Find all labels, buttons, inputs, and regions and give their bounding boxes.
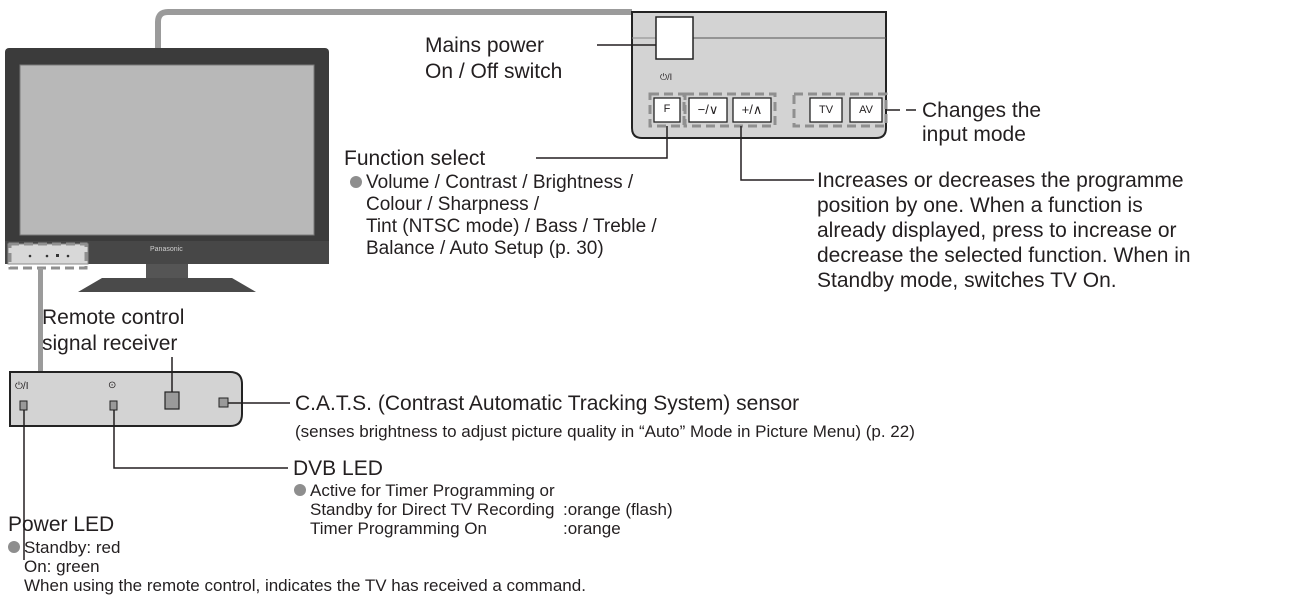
bullet-icon [8, 541, 20, 553]
function-item: Colour / Sharpness / [366, 194, 540, 215]
mains-power-label: Mains power [425, 34, 545, 57]
mains-switch-label: On / Off switch [425, 60, 563, 83]
cats-sensor-title: C.A.T.S. (Contrast Automatic Tracking Sy… [295, 392, 800, 415]
side-panel-connector [155, 9, 632, 48]
power-led-title: Power LED [8, 513, 115, 536]
bullet-icon [294, 484, 306, 496]
side-power-symbol: ⏻/I [660, 72, 673, 82]
dvb-row-key: Standby for Direct TV Recording [310, 500, 555, 519]
tv-brand-logo: Panasonic [150, 246, 183, 253]
power-led-details: Standby: red On: green When using the re… [8, 538, 586, 595]
programme-line: already displayed, press to increase or [817, 219, 1177, 242]
programme-line: Increases or decreases the programme [817, 169, 1184, 192]
bullet-icon [350, 176, 362, 188]
remote-receiver-label-2: signal receiver [42, 332, 178, 355]
input-mode-label-1: Changes the [922, 99, 1042, 122]
tv-illustration [5, 48, 329, 292]
av-button[interactable]: AV [859, 104, 873, 116]
tv-button[interactable]: TV [818, 104, 834, 116]
cats-sensor-note: (senses brightness to adjust picture qua… [295, 422, 915, 441]
remote-receiver-label-1: Remote control [42, 306, 185, 329]
dvb-led-title: DVB LED [293, 457, 383, 480]
programme-line: decrease the selected function. When in [817, 244, 1191, 267]
dvb-row-value: :orange [563, 519, 621, 538]
mains-switch [655, 16, 694, 60]
function-item: Balance / Auto Setup (p. 30) [366, 238, 604, 259]
programme-description: Increases or decreases the programme pos… [817, 168, 1191, 293]
dvb-row-key: Active for Timer Programming or [310, 481, 555, 500]
front-power-symbol: ⏻/I [15, 381, 29, 392]
front-panel-highlight [8, 242, 88, 270]
dvb-row-key: Timer Programming On [310, 519, 487, 538]
programme-line: position by one. When a function is [817, 194, 1143, 217]
function-item: Volume / Contrast / Brightness / [366, 172, 634, 193]
programme-line: Standby mode, switches TV On. [817, 269, 1117, 292]
dvb-led-details: Active for Timer Programming or Standby … [294, 481, 673, 538]
function-button[interactable]: F [663, 103, 671, 115]
function-select-title: Function select [344, 147, 486, 170]
power-led-line: On: green [24, 557, 100, 576]
dvb-row-value: :orange (flash) [563, 500, 673, 519]
power-led-line: Standby: red [24, 538, 121, 557]
dvb-symbol: ⊙ [108, 380, 117, 391]
function-item: Tint (NTSC mode) / Bass / Treble / [366, 216, 657, 237]
power-led-line: When using the remote control, indicates… [24, 576, 586, 595]
input-mode-label-2: input mode [922, 123, 1026, 146]
programme-up-button[interactable]: +/∧ [741, 102, 763, 117]
function-select-list: Volume / Contrast / Brightness / Colour … [350, 172, 657, 260]
front-panel-illustration [9, 371, 243, 427]
side-panel-illustration [631, 11, 888, 139]
programme-down-button[interactable]: −/∨ [697, 102, 719, 117]
